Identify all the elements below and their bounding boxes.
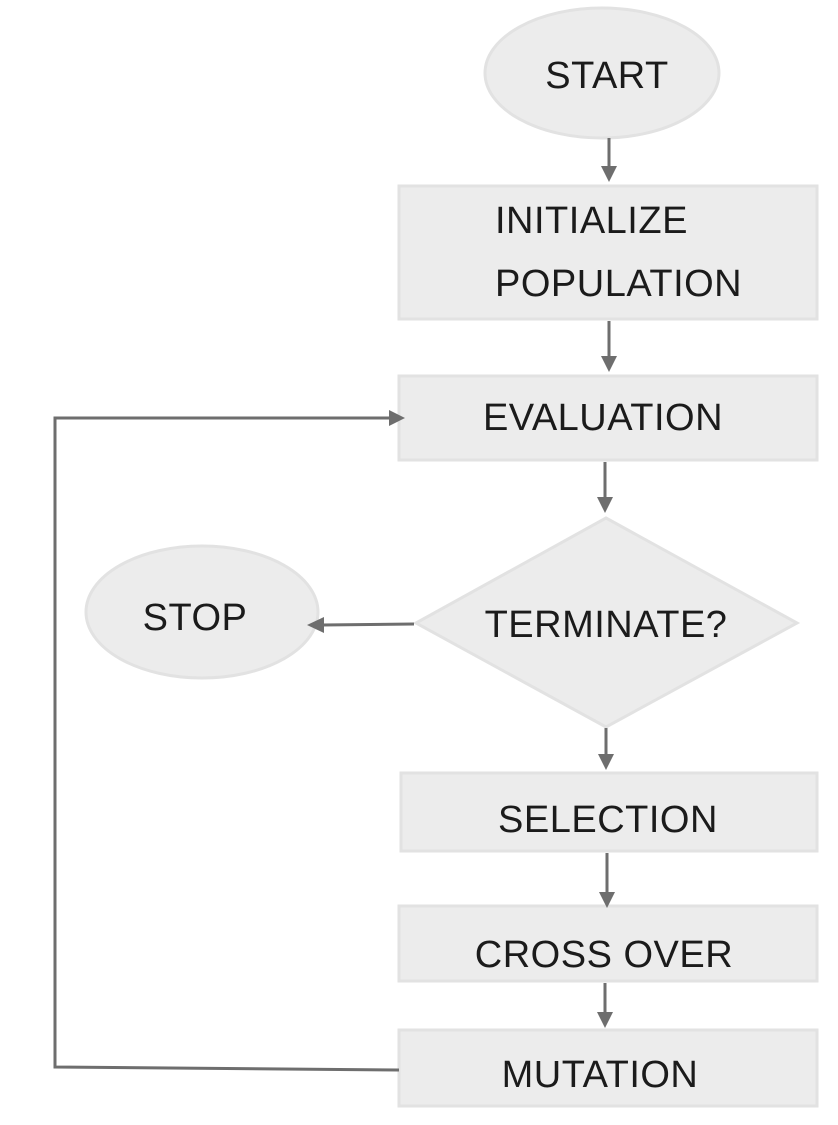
edge-terminate-to-stop-arrowhead [307,617,324,633]
edge-mutation-to-evaluation-loop-arrowhead [389,410,405,426]
mutation-node-shape [397,1028,819,1108]
edge-selection-to-cross-over [599,853,615,908]
edge-selection-to-cross-over-arrowhead [599,892,615,908]
initialize-population-node-label: INITIALIZE POPULATION [495,200,742,305]
mutation-node: MUTATION [397,1028,819,1108]
edge-initialize-to-evaluation [601,321,617,372]
edge-cross-over-to-mutation [597,983,613,1028]
stop-node-label: STOP [143,597,248,639]
stop-node: STOP [84,544,320,680]
start-node: START [483,6,721,140]
edge-evaluation-to-terminate-arrowhead [597,497,613,513]
edge-mutation-to-evaluation-loop [53,410,405,1072]
mutation-node-label: MUTATION [502,1054,699,1096]
edge-start-to-initialize-arrowhead [601,166,617,182]
evaluation-node-label: EVALUATION [483,397,723,439]
terminate-node: TERMINATE? [412,516,801,729]
edge-cross-over-to-mutation-arrowhead [597,1012,613,1028]
stop-node-shape [84,544,320,680]
selection-node-label: SELECTION [498,799,718,841]
cross-over-node-shape [397,904,819,983]
terminate-node-label: TERMINATE? [485,604,728,646]
selection-node-shape [399,771,819,853]
terminate-node-shape [412,516,801,729]
initialize-population-label-line-1: INITIALIZE [495,200,688,242]
edge-start-to-initialize [601,138,617,182]
edge-terminate-to-selection-arrowhead [598,754,614,770]
initialize-population-node-shape [397,184,819,321]
start-node-label: START [545,55,669,97]
edge-terminate-to-stop-line [321,622,415,627]
initialize-population-node: INITIALIZE POPULATION [397,184,819,321]
selection-node: SELECTION [399,771,819,853]
edge-initialize-to-evaluation-arrowhead [601,356,617,372]
edge-terminate-to-selection [598,728,614,770]
start-node-shape [483,6,721,140]
cross-over-node-label: CROSS OVER [475,934,733,976]
edge-terminate-to-stop [307,617,415,633]
cross-over-node: CROSS OVER [397,904,819,983]
edge-evaluation-to-terminate [597,462,613,513]
initialize-population-label-line-2: POPULATION [495,263,742,305]
edge-mutation-to-evaluation-loop-line [53,416,400,1072]
evaluation-node: EVALUATION [397,374,819,462]
